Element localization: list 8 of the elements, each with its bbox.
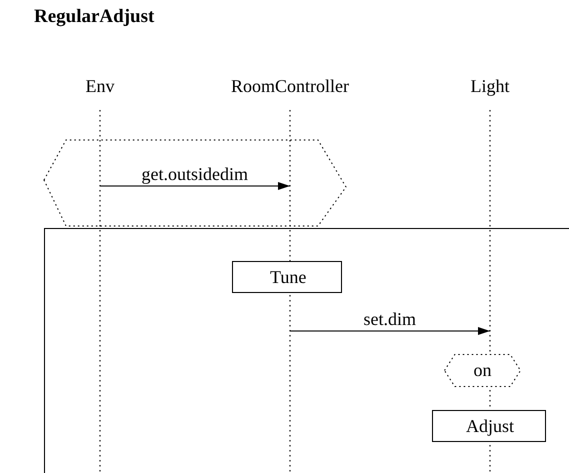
diagram-title: RegularAdjust: [34, 6, 154, 28]
lifeline-label: Light: [470, 76, 510, 96]
lifeline-label: Env: [86, 76, 114, 96]
lifeline-label: RoomController: [231, 76, 349, 96]
action-box: Adjust: [432, 410, 546, 442]
message-arrow: [100, 182, 290, 190]
condition-hexagon: [444, 354, 521, 387]
message-arrow: [290, 327, 490, 335]
